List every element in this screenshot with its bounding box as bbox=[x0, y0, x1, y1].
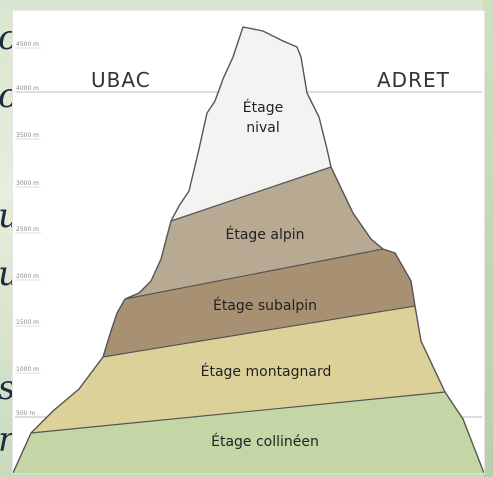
page-edge-strip bbox=[483, 0, 493, 477]
altitude-tick-label: 3500 m bbox=[16, 132, 39, 139]
zone-label-collineen: Étage collinéen bbox=[211, 433, 319, 450]
adret-label: ADRET bbox=[377, 68, 450, 92]
margin-letter: r bbox=[0, 420, 14, 460]
zone-montagnard bbox=[31, 306, 445, 433]
zone-alpin bbox=[125, 167, 383, 299]
zone-subalpin bbox=[103, 249, 415, 357]
zone-collineen bbox=[13, 392, 484, 473]
zone-nival bbox=[171, 27, 331, 221]
altitude-tick-label: 3000 m bbox=[16, 180, 39, 187]
altitude-tick-label: 2000 m bbox=[16, 273, 39, 280]
altitude-zones-diagram: 4500 m 4000 m 3500 m 3000 m 2500 m 2000 m 1500… bbox=[12, 10, 485, 474]
zone-label-montagnard: Étage montagnard bbox=[201, 363, 332, 380]
altitude-tick-label: 4000 m bbox=[16, 85, 39, 92]
zone-label-nival-line2: nival bbox=[246, 120, 280, 136]
mountain-outline bbox=[13, 26, 484, 473]
ubac-label: UBAC bbox=[91, 68, 151, 92]
margin-letter: s bbox=[0, 368, 15, 408]
altitude-tick-label: 2500 m bbox=[16, 226, 39, 233]
altitude-tick-label: 1500 m bbox=[16, 319, 39, 326]
zone-label-alpin: Étage alpin bbox=[226, 226, 305, 243]
altitude-tick-label: 1000 m bbox=[16, 366, 39, 373]
zone-boundaries bbox=[30, 166, 446, 434]
altitude-tick-label: 4500 m bbox=[16, 41, 39, 48]
zone-label-nival-line1: Étage bbox=[243, 99, 283, 116]
zone-label-subalpin: Étage subalpin bbox=[213, 297, 317, 314]
altitude-tick-label: 500 m bbox=[16, 410, 35, 417]
